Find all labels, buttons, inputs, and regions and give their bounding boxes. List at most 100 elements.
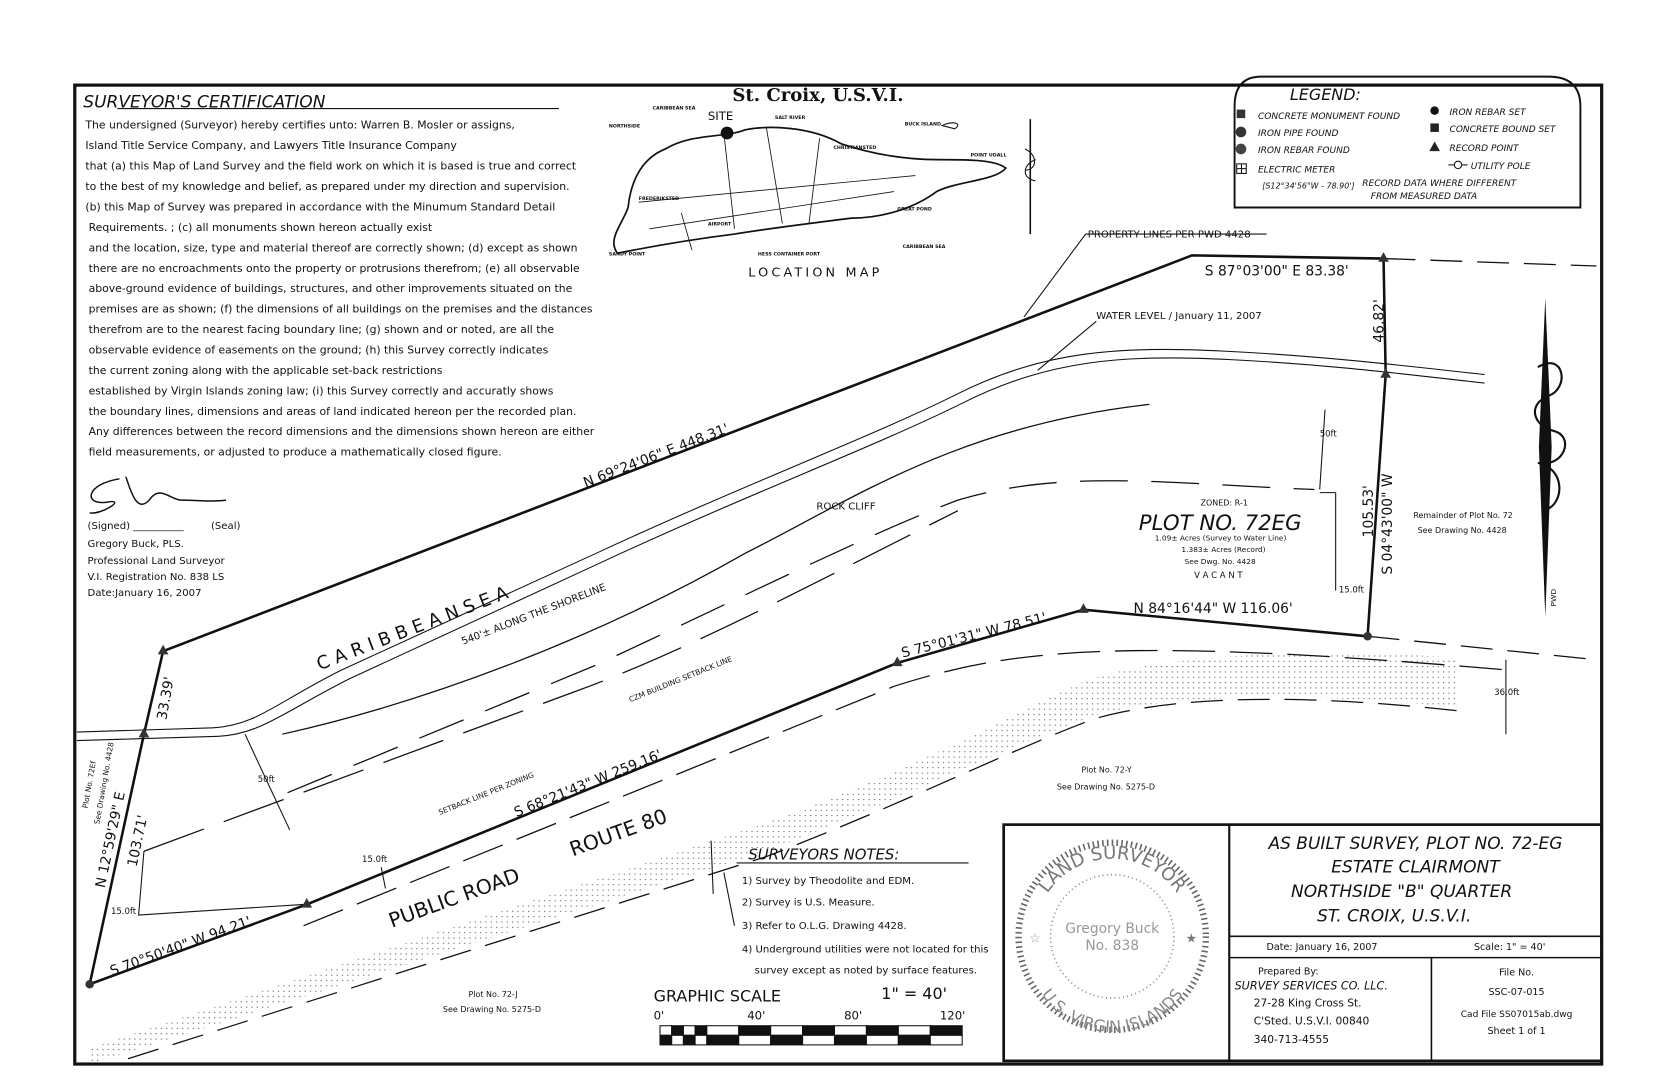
dist-east-lower: 105.53' bbox=[1361, 485, 1377, 537]
map-place-label: SANDY POINT bbox=[609, 251, 646, 257]
bearing-top-line: S 87°03'00" E 83.38' bbox=[1205, 264, 1349, 280]
legend: LEGEND: CONCRETE MONUMENT FOUND IRON PIP… bbox=[1233, 75, 1582, 209]
map-place-label: NORTHSIDE bbox=[609, 124, 640, 130]
seal-name: Gregory Buck bbox=[1065, 921, 1159, 937]
scale-bar-segment bbox=[671, 1025, 684, 1036]
file-number: SSC-07-015 bbox=[1488, 987, 1544, 998]
certification-line: premises are as shown; (f) the dimension… bbox=[89, 303, 593, 316]
certification-line: field measurements, or adjusted to produ… bbox=[89, 446, 502, 459]
scale-bar-segment bbox=[770, 1025, 804, 1036]
note-item: survey except as noted by surface featur… bbox=[755, 966, 977, 977]
title-line: NORTHSIDE "B" QUARTER bbox=[1291, 882, 1512, 902]
cad-file: Cad File SS07015ab.dwg bbox=[1461, 1010, 1573, 1020]
map-place-label: POINT UDALL bbox=[971, 152, 1007, 158]
certification-line: and the location, size, type and materia… bbox=[89, 241, 578, 254]
legend-record-example: [S12°34'56"W - 78.90'] bbox=[1262, 181, 1354, 190]
surveyor-role: Professional Land Surveyor bbox=[88, 556, 226, 567]
company-address: C'Sted. U.S.V.I. 00840 bbox=[1254, 1015, 1370, 1028]
legend-title: LEGEND: bbox=[1290, 85, 1361, 104]
legend-item: CONCRETE BOUND SET bbox=[1450, 125, 1557, 135]
title-line: AS BUILT SURVEY, PLOT NO. 72-EG bbox=[1267, 834, 1562, 854]
map-place-label: CHRISTIANSTED bbox=[833, 145, 876, 151]
legend-record-note: RECORD DATA WHERE DIFFERENT bbox=[1362, 179, 1517, 189]
scale-bar-segment bbox=[929, 1034, 963, 1046]
site-marker bbox=[720, 126, 734, 140]
scale-tick: 0' bbox=[654, 1008, 665, 1022]
note-item: 2) Survey is U.S. Measure. bbox=[742, 897, 875, 908]
legend-item: CONCRETE MONUMENT FOUND bbox=[1258, 112, 1400, 122]
island-outline bbox=[613, 126, 1008, 255]
prepared-by-label: Prepared By: bbox=[1258, 967, 1319, 978]
scale-bar-segment bbox=[802, 1034, 836, 1046]
scale-bar-segment bbox=[929, 1025, 963, 1036]
company-phone: 340-713-4555 bbox=[1254, 1033, 1329, 1046]
site-label: SITE bbox=[708, 109, 733, 123]
label-water-level: WATER LEVEL / January 11, 2007 bbox=[1096, 311, 1261, 322]
map-place-label: HESS CONTAINER PORT bbox=[758, 251, 821, 257]
legend-item: RECORD POINT bbox=[1450, 144, 1520, 154]
scale-bar-segment bbox=[706, 1025, 740, 1036]
remainder-label: Remainder of Plot No. 72 bbox=[1413, 511, 1512, 520]
label-36ft: 36.0ft bbox=[1494, 688, 1520, 698]
certification-line: the current zoning along with the applic… bbox=[89, 364, 443, 377]
surveyor-certification: SURVEYOR'S CERTIFICATION The undersigned… bbox=[83, 92, 594, 598]
bearing-south-1: N 84°16'44" W 116.06' bbox=[1133, 601, 1292, 617]
scale-bar-segment bbox=[865, 1034, 899, 1046]
label-50ft: 50ft bbox=[258, 775, 276, 785]
scale-bar-segment bbox=[802, 1025, 836, 1036]
plot-status: V A C A N T bbox=[1194, 571, 1243, 581]
seal-bottom-text: U.S. VIRGIN ISLANDS bbox=[1038, 985, 1186, 1036]
company-address: 27-28 King Cross St. bbox=[1254, 997, 1362, 1010]
scale-bar-segment bbox=[682, 1025, 696, 1036]
certification-line: the boundary lines, dimensions and areas… bbox=[89, 405, 577, 418]
scale-bar-segment bbox=[694, 1025, 708, 1036]
svg-text:★: ★ bbox=[1186, 932, 1197, 947]
scale-tick: 120' bbox=[940, 1008, 966, 1022]
scale-bar-segment bbox=[682, 1034, 696, 1046]
scale-bar-segment bbox=[865, 1025, 899, 1036]
dist-east-upper: 46.82' bbox=[1372, 299, 1388, 342]
dist-west: 103.71' bbox=[125, 814, 152, 868]
graphic-scale-title: GRAPHIC SCALE bbox=[654, 986, 781, 1005]
sheet-number: Sheet 1 of 1 bbox=[1487, 1026, 1545, 1037]
legend-item: ELECTRIC METER bbox=[1258, 165, 1335, 175]
plot-72j-label: Plot No. 72-J bbox=[468, 990, 517, 999]
title-date: Date: January 16, 2007 bbox=[1267, 942, 1378, 953]
legend-item: UTILITY POLE bbox=[1471, 162, 1531, 172]
scale-bar-segment bbox=[833, 1025, 867, 1036]
scale-bar-segment bbox=[659, 1034, 673, 1046]
map-place-label: BUCK ISLAND bbox=[905, 122, 941, 128]
seal-label: (Seal) bbox=[211, 521, 241, 532]
file-label: File No. bbox=[1499, 968, 1534, 979]
surveyor-registration: V.I. Registration No. 838 LS bbox=[88, 572, 225, 583]
certification-line: Any differences between the record dimen… bbox=[89, 425, 595, 438]
scale-bar-segment bbox=[694, 1034, 708, 1046]
certification-line: that (a) this Map of Land Survey and the… bbox=[85, 160, 576, 173]
notes-title: SURVEYORS NOTES: bbox=[748, 846, 899, 864]
legend-item: IRON PIPE FOUND bbox=[1258, 129, 1338, 139]
scale-bar-segment bbox=[659, 1025, 673, 1036]
map-place-label: FREDERIKSTED bbox=[639, 196, 679, 202]
signed-label: (Signed) __________ bbox=[88, 521, 185, 532]
graphic-scale-ratio: 1" = 40' bbox=[881, 984, 947, 1003]
scale-bar-segment bbox=[770, 1034, 804, 1046]
scale-bar-segment bbox=[671, 1034, 684, 1046]
location-map-title: St. Croix, U.S.V.I. bbox=[732, 85, 903, 106]
title-block: LAND SURVEYOR U.S. VIRGIN ISLANDS Gregor… bbox=[1002, 823, 1604, 1063]
svg-text:☆: ☆ bbox=[1029, 932, 1040, 947]
note-item: 4) Underground utilities were not locate… bbox=[742, 944, 989, 955]
plot-name: PLOT NO. 72EG bbox=[1139, 511, 1302, 536]
svg-text:U.S. VIRGIN ISLANDS: U.S. VIRGIN ISLANDS bbox=[1038, 985, 1186, 1036]
scale-bar-segment bbox=[706, 1034, 740, 1046]
map-place-label: CARIBBEAN SEA bbox=[653, 106, 696, 112]
graphic-scale: GRAPHIC SCALE 1" = 40' 0' 40' 80' 120' bbox=[654, 984, 966, 1046]
scale-bar-segment bbox=[897, 1034, 931, 1046]
certification-line: therefrom are to the nearest facing boun… bbox=[89, 323, 555, 336]
plot-72y-label: Plot No. 72-Y bbox=[1081, 765, 1131, 774]
bearing-east-lower: S 04°43'00" W bbox=[1380, 473, 1396, 574]
certification-line: The undersigned (Surveyor) hereby certif… bbox=[84, 119, 514, 132]
scale-tick: 40' bbox=[747, 1008, 765, 1022]
label-15ft: 15.0ft bbox=[111, 907, 137, 917]
surveyors-notes: SURVEYORS NOTES: 1) Survey by Theodolite… bbox=[736, 846, 989, 977]
